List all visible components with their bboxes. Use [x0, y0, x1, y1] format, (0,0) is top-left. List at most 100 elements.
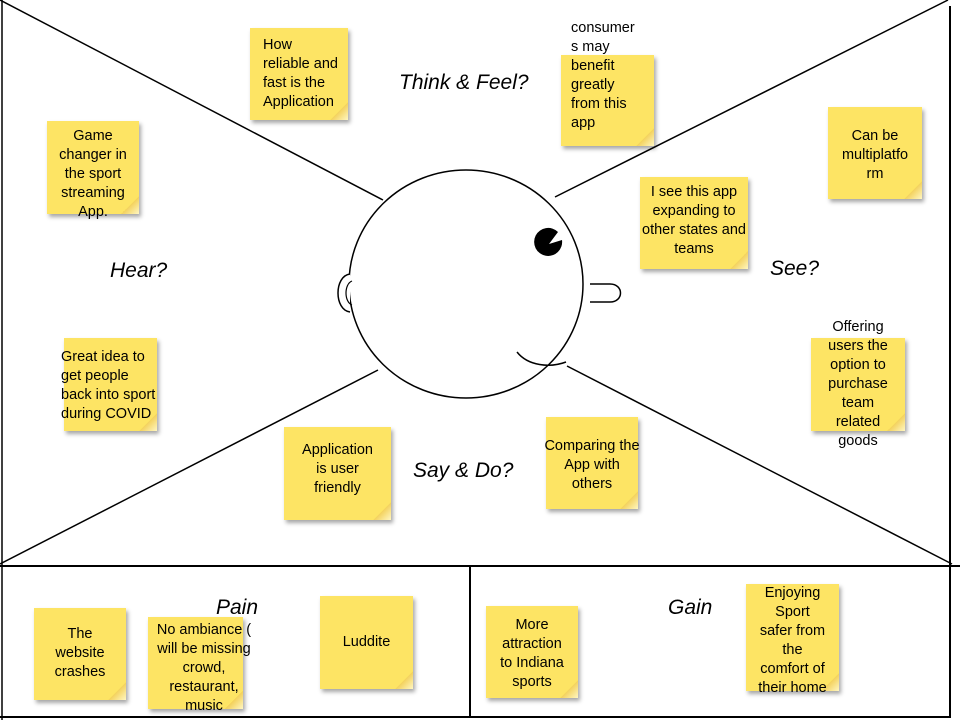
note-line: team	[841, 395, 875, 411]
sticky-note-see-expanding	[640, 177, 748, 269]
note-line: is user	[316, 461, 359, 477]
sticky-note-hear-game-changer	[47, 121, 139, 214]
diagonal-bottom-left	[0, 369, 379, 565]
sticky-note-pain-ambiance	[148, 617, 243, 709]
note-line: Can be	[851, 128, 899, 144]
note-line: multiplatfo	[841, 147, 909, 163]
note-line: purchase	[828, 376, 888, 392]
note-line: comfort of	[760, 661, 825, 677]
note-line: others	[571, 476, 613, 492]
note-text-think-consumers: consumer s may benefit greatly from this app	[571, 19, 635, 133]
note-text-see-expanding: I see this app expanding to other states a…	[634, 183, 754, 259]
sticky-note-think-reliable	[250, 28, 348, 120]
note-line: expanding to	[652, 203, 736, 219]
note-text-pain-crashes: The website crashes	[34, 625, 126, 682]
sticky-note-gain-attraction	[486, 606, 578, 698]
note-line: other states and	[642, 222, 746, 238]
note-line: friendly	[314, 480, 361, 496]
diagonal-top-left	[0, 0, 384, 201]
note-line: changer in	[59, 147, 127, 163]
note-line: crashes	[54, 664, 106, 680]
note-text-say-user-friendly: Application is user friendly	[284, 441, 391, 498]
sticky-note-pain-luddite	[320, 596, 413, 689]
note-line: their home	[758, 680, 827, 696]
note-line: back into sport	[61, 387, 156, 403]
note-text-pain-ambiance: No ambiance ( will be missing crowd, restau…	[146, 621, 262, 716]
head-circle	[348, 169, 584, 399]
note-line: safer from	[759, 623, 826, 639]
note-text-pain-luddite: Luddite	[320, 633, 413, 652]
note-text-hear-great-idea: Great idea to get people back into sport du…	[61, 348, 155, 424]
note-text-gain-attraction: More attraction to Indiana sports	[486, 616, 578, 692]
section-label-hear: Hear?	[110, 259, 168, 282]
section-label-see: See?	[770, 257, 820, 280]
note-line: music	[185, 698, 223, 714]
mouth-shape	[516, 351, 567, 366]
note-line: website	[55, 645, 105, 661]
note-line: sports	[512, 674, 552, 690]
sticky-note-say-user-friendly	[284, 427, 391, 520]
note-line: app	[571, 115, 596, 131]
note-line: No ambiance (	[156, 622, 252, 638]
note-line: crowd,	[182, 660, 226, 676]
note-line: goods	[838, 433, 878, 449]
note-line: attraction	[502, 636, 562, 652]
note-line: get people	[61, 368, 129, 384]
sticky-note-see-multiplatform	[828, 107, 922, 199]
ear-inner-shape	[345, 280, 353, 306]
note-line: consumer	[571, 20, 635, 36]
note-line: users the	[828, 338, 888, 354]
note-line: fast is the	[263, 75, 326, 91]
sticky-note-see-offering	[811, 338, 905, 431]
section-label-say-do: Say & Do?	[413, 459, 514, 482]
note-line: More	[515, 617, 549, 633]
note-line: from this	[571, 96, 627, 112]
note-line: Application	[263, 94, 334, 110]
note-text-see-multiplatform: Can be multiplatfo rm	[828, 127, 922, 184]
sticky-note-think-consumers	[561, 55, 654, 146]
note-line: related	[835, 414, 881, 430]
note-line: teams	[674, 241, 714, 257]
sticky-note-say-comparing	[546, 417, 638, 509]
note-line: The	[67, 626, 93, 642]
note-line: restaurant,	[169, 679, 239, 695]
nose-shape	[590, 283, 622, 303]
note-line: Great idea to	[61, 349, 145, 365]
note-line: How	[263, 37, 293, 53]
section-label-gain: Gain	[668, 596, 713, 619]
ear-shape	[337, 273, 351, 313]
note-line: I see this app	[650, 184, 738, 200]
note-line: App with	[564, 457, 620, 473]
diagonal-top-right	[554, 0, 949, 198]
section-label-pain: Pain	[216, 596, 259, 619]
eye-shape	[534, 227, 563, 256]
note-line: streaming	[61, 185, 125, 201]
note-line: option to	[830, 357, 886, 373]
note-line: rm	[866, 166, 884, 182]
note-line: Luddite	[342, 634, 391, 650]
note-line: during COVID	[61, 406, 152, 422]
note-line: Enjoying	[764, 585, 821, 601]
note-line: Offering	[832, 319, 884, 335]
note-line: App.	[78, 204, 108, 220]
note-line: the sport	[64, 166, 122, 182]
section-label-think-feel: Think & Feel?	[399, 71, 529, 94]
note-text-see-offering: Offering users the option to purchase team re…	[808, 318, 908, 451]
note-line: the	[782, 642, 803, 658]
note-line: Comparing the	[544, 438, 640, 454]
note-line: to Indiana	[500, 655, 564, 671]
note-line: s may	[571, 39, 610, 55]
note-line: Sport	[775, 604, 810, 620]
note-line: Application	[302, 442, 373, 458]
note-line: greatly	[571, 77, 615, 93]
note-line: reliable and	[263, 56, 338, 72]
note-line: benefit	[571, 58, 615, 74]
note-line: will be missing	[157, 641, 251, 657]
sticky-note-pain-crashes	[34, 608, 126, 700]
